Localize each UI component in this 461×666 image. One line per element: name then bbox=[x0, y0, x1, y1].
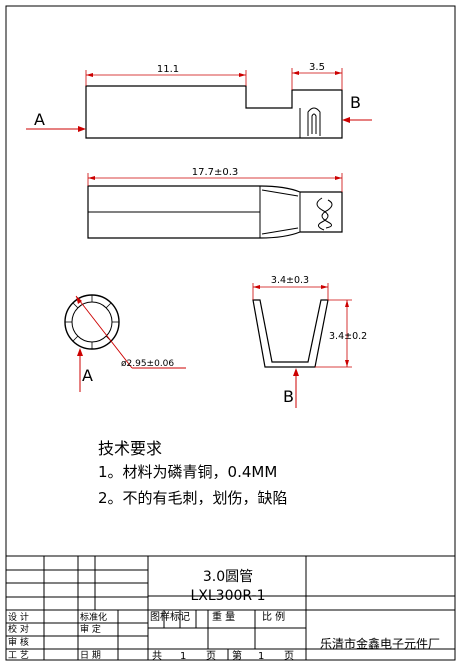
sheet-prefix: 第 bbox=[232, 649, 242, 662]
row-check: 校 对 bbox=[8, 623, 29, 635]
dim-label-length: 11.1 bbox=[157, 64, 179, 75]
row-process: 工 艺 bbox=[8, 650, 29, 661]
scale-label: 比 例 bbox=[262, 610, 285, 623]
section-label-a: A bbox=[82, 366, 93, 385]
dim-label-end: 3.5 bbox=[309, 62, 325, 73]
note-item-2: 2。不的有毛刺，划伤，缺陷 bbox=[98, 489, 288, 507]
title-block bbox=[6, 555, 455, 660]
part-name: 3.0圆管 bbox=[203, 569, 253, 585]
company-name: 乐清市金鑫电子元件厂 bbox=[320, 636, 440, 651]
dim-label-width: 3.4±0.3 bbox=[271, 275, 309, 286]
total-sheets-unit: 页 bbox=[206, 650, 216, 662]
notes-heading: 技术要求 bbox=[98, 439, 162, 458]
dim-label-diameter: ø2.95±0.06 bbox=[121, 359, 174, 369]
view-label-b: B bbox=[350, 93, 361, 112]
row-review: 审 核 bbox=[8, 636, 29, 648]
mark-label: 图样标记 bbox=[150, 610, 190, 623]
technical-notes: 技术要求 1。材料为磷青铜，0.4MM 2。不的有毛刺，划伤，缺陷 bbox=[98, 439, 288, 507]
row-design: 设 计 bbox=[8, 611, 29, 623]
weight-label: 重 量 bbox=[212, 610, 235, 623]
view-label-a: A bbox=[34, 110, 45, 129]
note-item-1: 1。材料为磷青铜，0.4MM bbox=[98, 463, 277, 481]
total-sheets-prefix: 共 bbox=[152, 650, 162, 662]
part-number: LXL300R-1 bbox=[190, 588, 265, 604]
row-date: 日 期 bbox=[80, 650, 101, 661]
sheet-value: 1 bbox=[258, 651, 264, 662]
section-a: ø2.95±0.06 A bbox=[64, 294, 186, 392]
side-view: 11.1 3.5 A B bbox=[26, 62, 372, 139]
section-label-b: B bbox=[283, 387, 294, 406]
dim-label-height: 3.4±0.2 bbox=[329, 331, 367, 342]
drawing-border bbox=[5, 5, 456, 661]
row-approve: 审 定 bbox=[80, 623, 101, 635]
section-b: 3.4±0.3 3.4±0.2 B bbox=[252, 275, 367, 408]
sheet-unit: 页 bbox=[284, 650, 294, 662]
total-sheets-value: 1 bbox=[180, 651, 186, 662]
dim-label-overall-length: 17.7±0.3 bbox=[192, 167, 239, 178]
row-standardize: 标准化 bbox=[80, 611, 107, 623]
top-view: 17.7±0.3 bbox=[87, 167, 343, 239]
